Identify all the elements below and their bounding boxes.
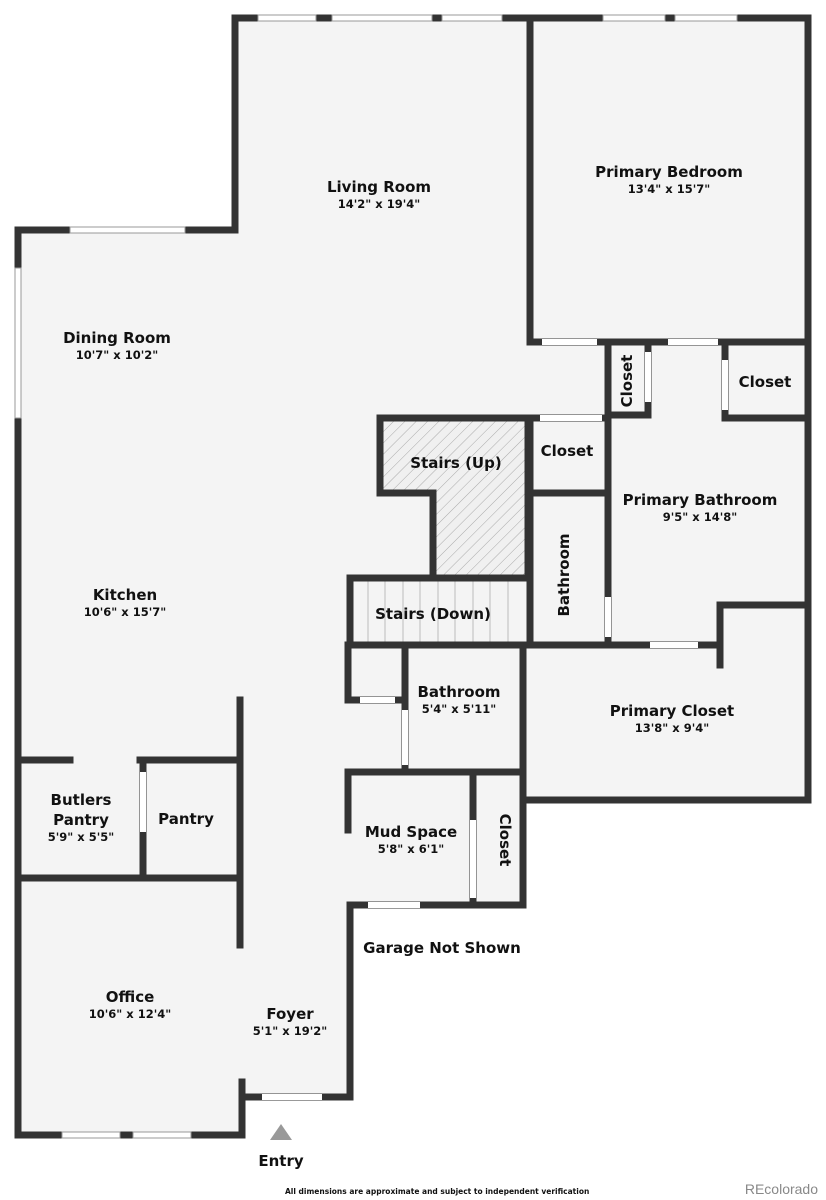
label-office: Office [106, 988, 155, 1006]
dim-mud-space: 5'8" x 6'1" [378, 842, 444, 856]
dim-dining-room: 10'7" x 10'2" [76, 348, 158, 362]
label-closet-3: Closet [541, 442, 594, 460]
label-foyer: Foyer [266, 1005, 314, 1023]
brand-watermark: REcolorado [744, 1181, 818, 1197]
label-kitchen: Kitchen [93, 586, 157, 604]
label-bathroom-small: Bathroom [555, 533, 573, 616]
label-primary-bedroom: Primary Bedroom [595, 163, 743, 181]
label-pantry: Pantry [158, 810, 214, 828]
label-living-room: Living Room [327, 178, 431, 196]
dim-living-room: 14'2" x 19'4" [338, 197, 420, 211]
dim-primary-bathroom: 9'5" x 14'8" [663, 510, 737, 524]
dim-primary-closet: 13'8" x 9'4" [635, 721, 709, 735]
label-pantry-word: Pantry [53, 811, 109, 829]
stairs-up-area [380, 418, 528, 578]
dim-kitchen: 10'6" x 15'7" [84, 605, 166, 619]
dim-primary-bedroom: 13'4" x 15'7" [628, 182, 710, 196]
label-mud-space: Mud Space [365, 823, 457, 841]
label-closet-2: Closet [739, 373, 792, 391]
label-dining-room: Dining Room [63, 329, 171, 347]
label-closet-4: Closet [496, 814, 514, 867]
dim-foyer: 5'1" x 19'2" [253, 1024, 327, 1038]
label-stairs-up: Stairs (Up) [410, 454, 501, 472]
dim-office: 10'6" x 12'4" [89, 1007, 171, 1021]
disclaimer: All dimensions are approximate and subje… [285, 1187, 590, 1196]
stairs-down-treads [367, 580, 509, 643]
dim-bathroom: 5'4" x 5'11" [422, 702, 496, 716]
entry-arrow-icon [270, 1124, 292, 1140]
windows [14, 14, 738, 1139]
garage-note: Garage Not Shown [363, 939, 521, 957]
label-butlers: Butlers [51, 791, 112, 809]
label-bathroom: Bathroom [417, 683, 500, 701]
label-entry: Entry [258, 1152, 303, 1170]
dim-butlers-pantry: 5'9" x 5'5" [48, 830, 114, 844]
label-primary-bathroom: Primary Bathroom [623, 491, 778, 509]
label-closet-1: Closet [618, 355, 636, 408]
label-primary-closet: Primary Closet [610, 702, 734, 720]
label-stairs-down: Stairs (Down) [375, 605, 491, 623]
